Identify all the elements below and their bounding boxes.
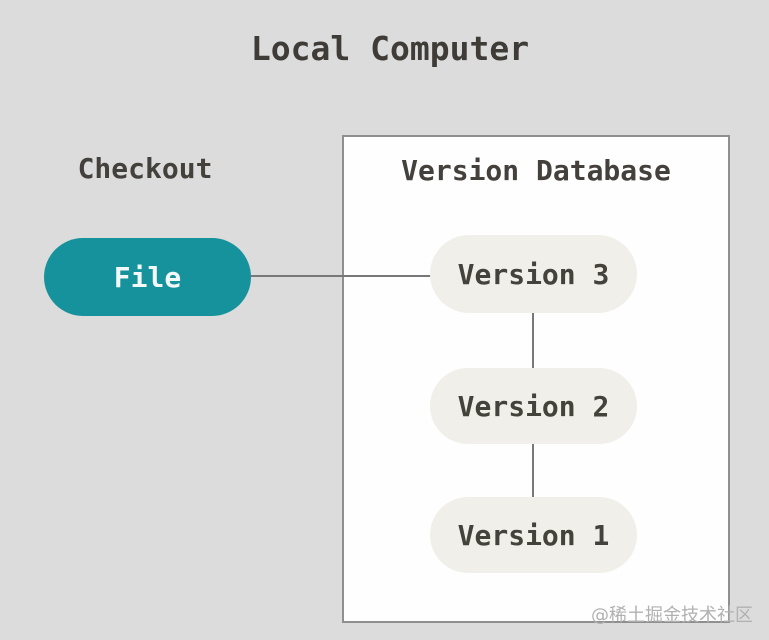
watermark: @稀土掘金技术社区 — [591, 605, 753, 626]
file-node: File — [44, 238, 251, 316]
version-node-1-label: Version 1 — [457, 518, 610, 552]
version-node-2-label: Version 2 — [457, 389, 610, 423]
version-node-3-label: Version 3 — [457, 257, 610, 291]
version-node-3: Version 3 — [430, 235, 637, 313]
version-node-2: Version 2 — [430, 368, 637, 444]
connector-file-to-version3 — [251, 275, 431, 277]
file-node-label: File — [113, 260, 182, 294]
connector-version2-to-version1 — [532, 444, 534, 498]
checkout-label: Checkout — [77, 152, 213, 185]
page-title: Local Computer — [250, 29, 530, 68]
version-database-title: Version Database — [401, 154, 671, 187]
connector-version3-to-version2 — [532, 313, 534, 369]
version-node-1: Version 1 — [430, 497, 637, 573]
